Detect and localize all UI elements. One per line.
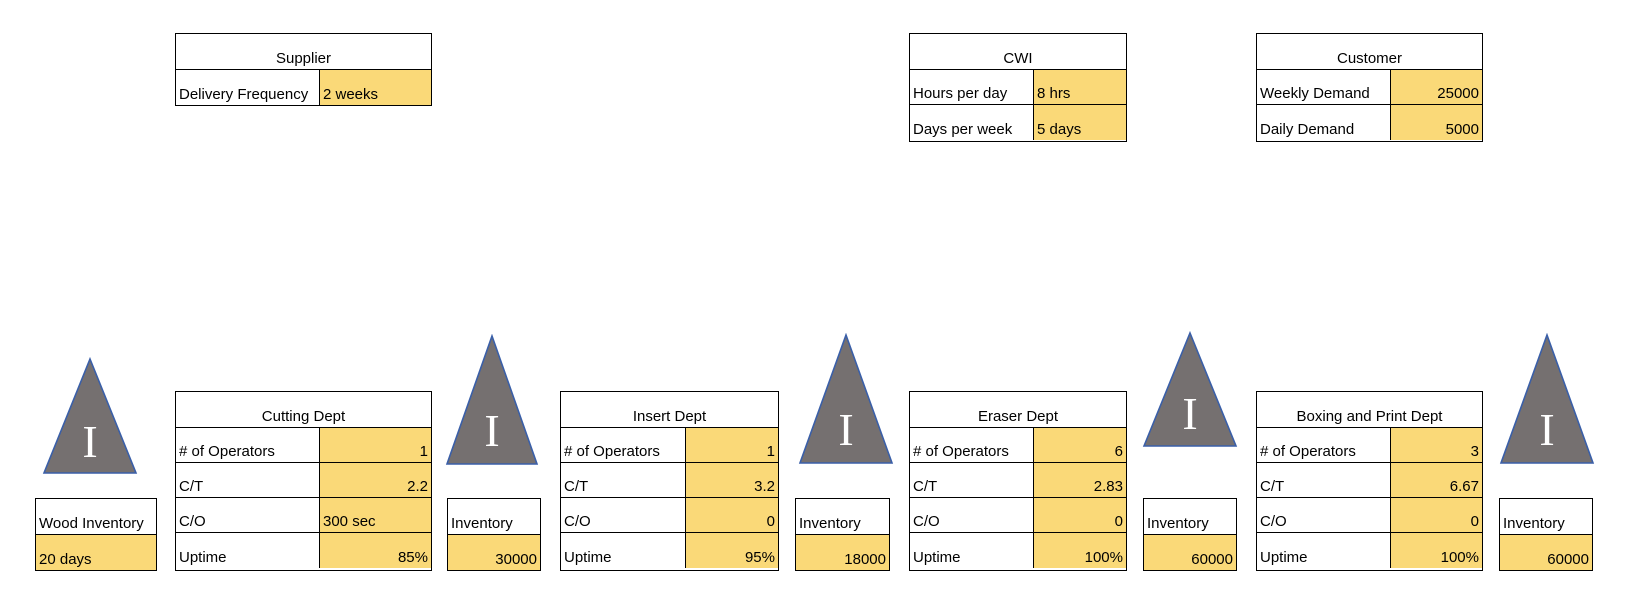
co-label: C/O [910, 498, 1034, 532]
inventory-box: Inventory 30000 [447, 498, 541, 571]
uptime-label: Uptime [176, 533, 320, 568]
ct-value[interactable]: 3.2 [686, 463, 778, 497]
operators-label: # of Operators [176, 428, 320, 462]
operators-value[interactable]: 3 [1391, 428, 1482, 462]
inventory-triangle-icon: I [42, 357, 138, 474]
supplier-title: Supplier [176, 34, 431, 70]
inventory-symbol: I [484, 405, 499, 456]
co-value[interactable]: 0 [686, 498, 778, 532]
inventory-label: Wood Inventory [36, 499, 156, 535]
inventory-triangle-icon: I [1142, 331, 1238, 447]
uptime-label: Uptime [1257, 533, 1391, 568]
operators-value[interactable]: 1 [320, 428, 431, 462]
ct-value[interactable]: 2.83 [1034, 463, 1126, 497]
ct-label: C/T [1257, 463, 1391, 497]
uptime-value[interactable]: 85% [320, 533, 431, 568]
co-value[interactable]: 0 [1391, 498, 1482, 532]
cwi-box: CWI Hours per day 8 hrs Days per week 5 … [909, 33, 1127, 142]
delivery-frequency-label: Delivery Frequency [176, 70, 320, 105]
inventory-box: Inventory 60000 [1499, 498, 1593, 571]
insert-dept-box: Insert Dept # of Operators 1 C/T 3.2 C/O… [560, 391, 779, 571]
co-value[interactable]: 300 sec [320, 498, 431, 532]
dept-title: Cutting Dept [176, 392, 431, 428]
inventory-label: Inventory [796, 499, 889, 535]
hours-per-day-label: Hours per day [910, 70, 1034, 104]
operators-label: # of Operators [1257, 428, 1391, 462]
days-per-week-label: Days per week [910, 105, 1034, 140]
eraser-dept-box: Eraser Dept # of Operators 6 C/T 2.83 C/… [909, 391, 1127, 571]
delivery-frequency-value[interactable]: 2 weeks [320, 70, 431, 105]
cutting-dept-box: Cutting Dept # of Operators 1 C/T 2.2 C/… [175, 391, 432, 571]
inventory-triangle-icon: I [445, 334, 539, 465]
uptime-value[interactable]: 100% [1034, 533, 1126, 568]
daily-demand-label: Daily Demand [1257, 105, 1391, 140]
daily-demand-value[interactable]: 5000 [1391, 105, 1482, 140]
operators-label: # of Operators [561, 428, 686, 462]
inventory-symbol: I [82, 416, 97, 467]
uptime-value[interactable]: 100% [1391, 533, 1482, 568]
inventory-value[interactable]: 60000 [1144, 535, 1236, 570]
uptime-value[interactable]: 95% [686, 533, 778, 568]
operators-label: # of Operators [910, 428, 1034, 462]
co-label: C/O [1257, 498, 1391, 532]
supplier-box: Supplier Delivery Frequency 2 weeks [175, 33, 432, 106]
weekly-demand-label: Weekly Demand [1257, 70, 1391, 104]
inventory-label: Inventory [1500, 499, 1592, 535]
hours-per-day-value[interactable]: 8 hrs [1034, 70, 1126, 104]
dept-title: Insert Dept [561, 392, 778, 428]
inventory-box: Inventory 60000 [1143, 498, 1237, 571]
dept-title: Eraser Dept [910, 392, 1126, 428]
ct-label: C/T [561, 463, 686, 497]
days-per-week-value[interactable]: 5 days [1034, 105, 1126, 140]
boxing-print-dept-box: Boxing and Print Dept # of Operators 3 C… [1256, 391, 1483, 571]
wood-inventory-box: Wood Inventory 20 days [35, 498, 157, 571]
ct-label: C/T [176, 463, 320, 497]
inventory-triangle-icon: I [798, 333, 894, 464]
cwi-title: CWI [910, 34, 1126, 70]
ct-label: C/T [910, 463, 1034, 497]
inventory-value[interactable]: 30000 [448, 535, 540, 570]
inventory-symbol: I [1182, 388, 1197, 439]
customer-box: Customer Weekly Demand 25000 Daily Deman… [1256, 33, 1483, 142]
inventory-symbol: I [838, 404, 853, 455]
customer-title: Customer [1257, 34, 1482, 70]
inventory-symbol: I [1539, 404, 1554, 455]
co-value[interactable]: 0 [1034, 498, 1126, 532]
operators-value[interactable]: 6 [1034, 428, 1126, 462]
operators-value[interactable]: 1 [686, 428, 778, 462]
inventory-triangle-icon: I [1499, 333, 1595, 464]
inventory-label: Inventory [448, 499, 540, 535]
inventory-value[interactable]: 60000 [1500, 535, 1592, 570]
dept-title: Boxing and Print Dept [1257, 392, 1482, 428]
weekly-demand-value[interactable]: 25000 [1391, 70, 1482, 104]
inventory-value[interactable]: 18000 [796, 535, 889, 570]
ct-value[interactable]: 2.2 [320, 463, 431, 497]
uptime-label: Uptime [561, 533, 686, 568]
co-label: C/O [561, 498, 686, 532]
ct-value[interactable]: 6.67 [1391, 463, 1482, 497]
inventory-label: Inventory [1144, 499, 1236, 535]
inventory-value[interactable]: 20 days [36, 535, 156, 570]
co-label: C/O [176, 498, 320, 532]
uptime-label: Uptime [910, 533, 1034, 568]
inventory-box: Inventory 18000 [795, 498, 890, 571]
